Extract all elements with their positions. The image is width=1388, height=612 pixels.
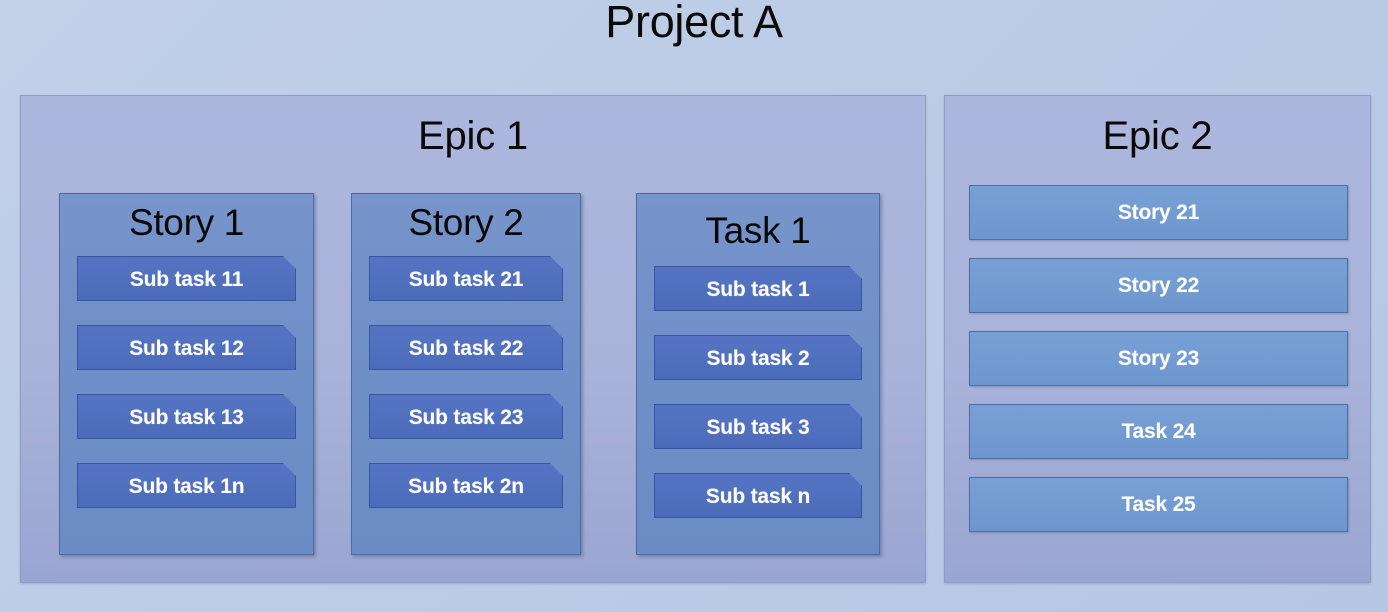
sub-task-label: Sub task 1n bbox=[128, 474, 245, 498]
epic-item-bar[interactable]: Task 25 bbox=[969, 477, 1348, 532]
epic-item-bar[interactable]: Task 24 bbox=[969, 404, 1348, 459]
sub-task-chip[interactable]: Sub task 11 bbox=[77, 256, 296, 301]
sub-task-label: Sub task n bbox=[705, 484, 811, 508]
sub-task-label: Sub task 12 bbox=[129, 336, 244, 360]
sub-task-chip[interactable]: Sub task 12 bbox=[77, 325, 296, 370]
sub-task-list: Sub task 1 Sub task 2 Sub task 3 Sub tas… bbox=[637, 266, 879, 518]
sub-task-chip[interactable]: Sub task 21 bbox=[369, 256, 563, 301]
sub-task-chip[interactable]: Sub task 23 bbox=[369, 394, 563, 439]
sub-task-label: Sub task 2n bbox=[408, 474, 524, 498]
sub-task-chip[interactable]: Sub task 1n bbox=[77, 463, 296, 508]
page-title: Project A bbox=[605, 0, 783, 47]
epic-item-label: Task 24 bbox=[1121, 419, 1196, 443]
group-box-task-1[interactable]: Task 1 Sub task 1 Sub task 2 Sub task 3 … bbox=[636, 193, 880, 555]
epic-item-label: Story 21 bbox=[1117, 200, 1200, 224]
sub-task-chip[interactable]: Sub task 3 bbox=[654, 404, 862, 449]
epic-container-2[interactable]: Epic 2 Story 21 Story 22 Story 23 Task 2… bbox=[944, 95, 1371, 583]
sub-task-label: Sub task 3 bbox=[706, 415, 810, 439]
epic-item-label: Story 23 bbox=[1117, 346, 1200, 370]
epic-2-item-list: Story 21 Story 22 Story 23 Task 24 Task … bbox=[969, 185, 1348, 532]
sub-task-chip[interactable]: Sub task 22 bbox=[369, 325, 563, 370]
epic-item-bar[interactable]: Story 23 bbox=[969, 331, 1348, 386]
epic-title: Epic 2 bbox=[1102, 114, 1213, 158]
epic-title: Epic 1 bbox=[418, 114, 528, 158]
group-box-story-1[interactable]: Story 1 Sub task 11 Sub task 12 Sub task… bbox=[59, 193, 314, 555]
group-title: Task 1 bbox=[705, 210, 811, 251]
sub-task-chip[interactable]: Sub task 2 bbox=[654, 335, 862, 380]
group-title: Story 2 bbox=[408, 202, 524, 243]
sub-task-list: Sub task 21 Sub task 22 Sub task 23 Sub … bbox=[352, 256, 580, 508]
sub-task-chip[interactable]: Sub task 2n bbox=[369, 463, 563, 508]
sub-task-label: Sub task 23 bbox=[408, 405, 524, 429]
epic-item-bar[interactable]: Story 21 bbox=[969, 185, 1348, 240]
sub-task-label: Sub task 1 bbox=[706, 277, 810, 301]
sub-task-label: Sub task 11 bbox=[129, 267, 244, 291]
sub-task-label: Sub task 13 bbox=[129, 405, 244, 429]
epic-container-1[interactable]: Epic 1 Story 1 Sub task 11 Sub task 12 S… bbox=[20, 95, 926, 583]
epic-item-bar[interactable]: Story 22 bbox=[969, 258, 1348, 313]
sub-task-label: Sub task 22 bbox=[408, 336, 524, 360]
sub-task-list: Sub task 11 Sub task 12 Sub task 13 Sub … bbox=[60, 256, 313, 508]
sub-task-chip[interactable]: Sub task 1 bbox=[654, 266, 862, 311]
sub-task-label: Sub task 2 bbox=[706, 346, 810, 370]
epic-item-label: Story 22 bbox=[1117, 273, 1200, 297]
sub-task-chip[interactable]: Sub task n bbox=[654, 473, 862, 518]
sub-task-label: Sub task 21 bbox=[408, 267, 524, 291]
group-title: Story 1 bbox=[128, 202, 245, 243]
group-box-story-2[interactable]: Story 2 Sub task 21 Sub task 22 Sub task… bbox=[351, 193, 581, 555]
epic-item-label: Task 25 bbox=[1121, 492, 1196, 516]
sub-task-chip[interactable]: Sub task 13 bbox=[77, 394, 296, 439]
